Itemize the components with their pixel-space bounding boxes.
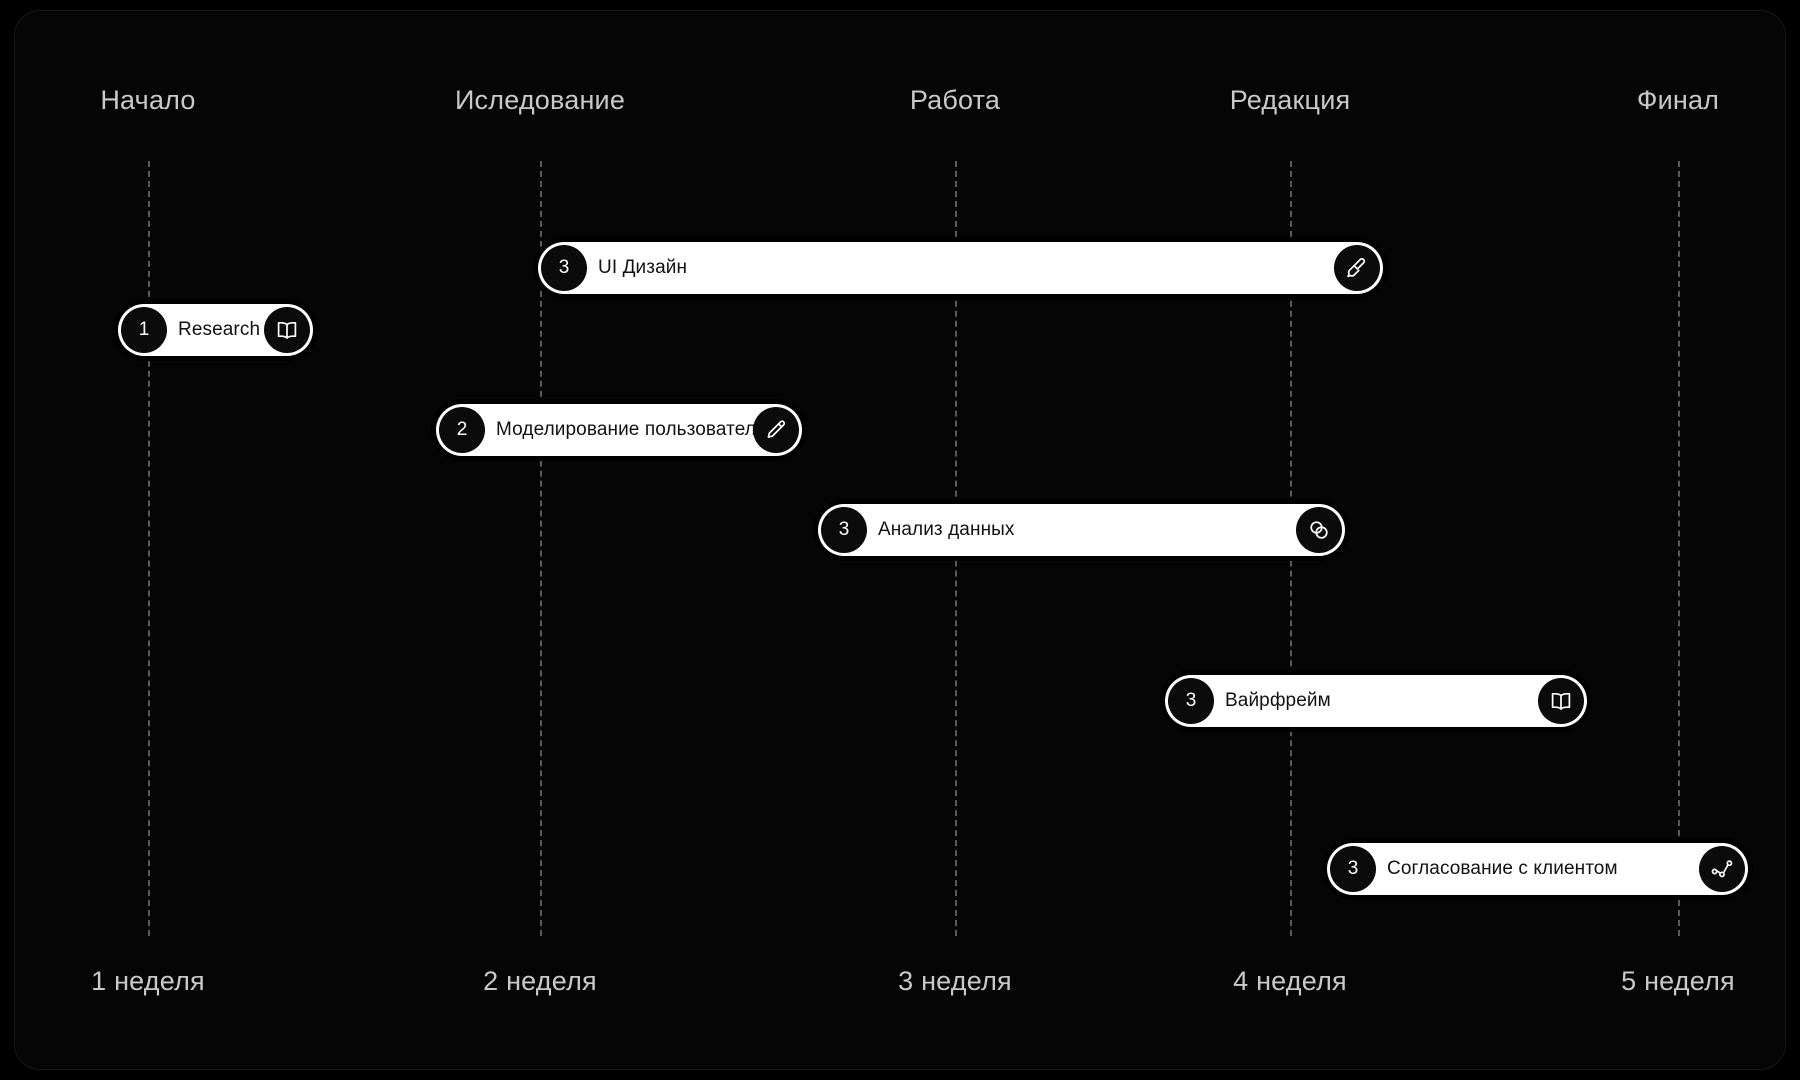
task-badge: 3: [821, 507, 867, 553]
task-label: Research: [178, 319, 261, 340]
week-label-1: 1 неделя: [91, 966, 205, 996]
paintbrush-icon[interactable]: [1334, 245, 1380, 291]
task-badge: 3: [1168, 678, 1214, 724]
task-label: Анализ данных: [878, 519, 1015, 540]
book-icon[interactable]: [264, 307, 310, 353]
milestone-label-5: Финал: [1636, 85, 1720, 115]
task-bar[interactable]: 3 Согласование с клиентом: [1327, 843, 1748, 895]
task-bar[interactable]: 3 UI Дизайн: [538, 242, 1383, 294]
task-badge: 2: [439, 407, 485, 453]
task-bar[interactable]: 3 Анализ данных: [818, 504, 1345, 556]
task-label: Согласование с клиентом: [1387, 858, 1618, 879]
task-badge: 3: [1330, 846, 1376, 892]
week-label-4: 4 неделя: [1233, 966, 1347, 996]
task-bar[interactable]: 2 Моделирование пользователей: [436, 404, 802, 456]
milestone-label-3: Работа: [909, 85, 1001, 115]
gridline-2: [540, 161, 542, 936]
week-label-5: 5 неделя: [1621, 966, 1735, 996]
milestone-label-1: Начало: [100, 85, 196, 115]
milestone-label-4: Редакция: [1229, 85, 1351, 115]
week-label-2: 2 неделя: [483, 966, 597, 996]
gridline-5: [1678, 161, 1680, 936]
task-bar[interactable]: 3 Вайрфрейм: [1165, 675, 1587, 727]
task-badge: 3: [541, 245, 587, 291]
node-graph-icon[interactable]: [1699, 846, 1745, 892]
week-label-3: 3 неделя: [898, 966, 1012, 996]
gridline-1: [148, 161, 150, 936]
pencil-icon[interactable]: [753, 407, 799, 453]
venn-circles-icon[interactable]: [1296, 507, 1342, 553]
task-bar[interactable]: 1 Research: [118, 304, 313, 356]
task-badge: 1: [121, 307, 167, 353]
task-label: Вайрфрейм: [1225, 690, 1331, 711]
task-label: Моделирование пользователей: [496, 419, 778, 440]
milestone-label-2: Иследование: [454, 85, 626, 115]
task-label: UI Дизайн: [598, 257, 688, 278]
book-icon[interactable]: [1538, 678, 1584, 724]
gantt-canvas: Начало Иследование Работа Редакция Финал 1 н…: [14, 10, 1786, 1070]
